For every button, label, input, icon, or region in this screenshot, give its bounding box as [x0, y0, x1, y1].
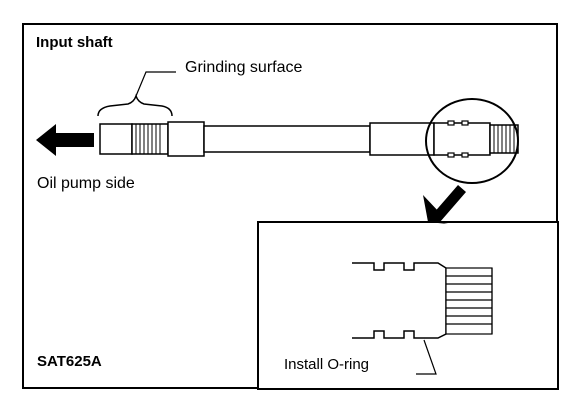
- left-arrow-icon: [36, 124, 94, 156]
- detail-circle: [425, 98, 519, 184]
- oil-pump-side-label: Oil pump side: [37, 175, 135, 192]
- down-left-arrow-icon: [423, 185, 466, 224]
- grinding-leader: [135, 71, 176, 97]
- figure-title: Input shaft: [36, 34, 113, 51]
- grinding-surface-label: Grinding surface: [185, 59, 303, 76]
- figure-code: SAT625A: [37, 353, 102, 370]
- enlarged-spline: [445, 267, 493, 335]
- input-shaft: [99, 121, 519, 157]
- oring-leader: [416, 339, 437, 375]
- right-spline-lines: [493, 125, 515, 153]
- grinding-bracket: [97, 93, 173, 117]
- enlarged-shaft-detail: [352, 262, 447, 339]
- left-spline-lines: [135, 124, 161, 154]
- install-oring-label: Install O-ring: [284, 356, 370, 373]
- oring-grooves: [447, 120, 469, 158]
